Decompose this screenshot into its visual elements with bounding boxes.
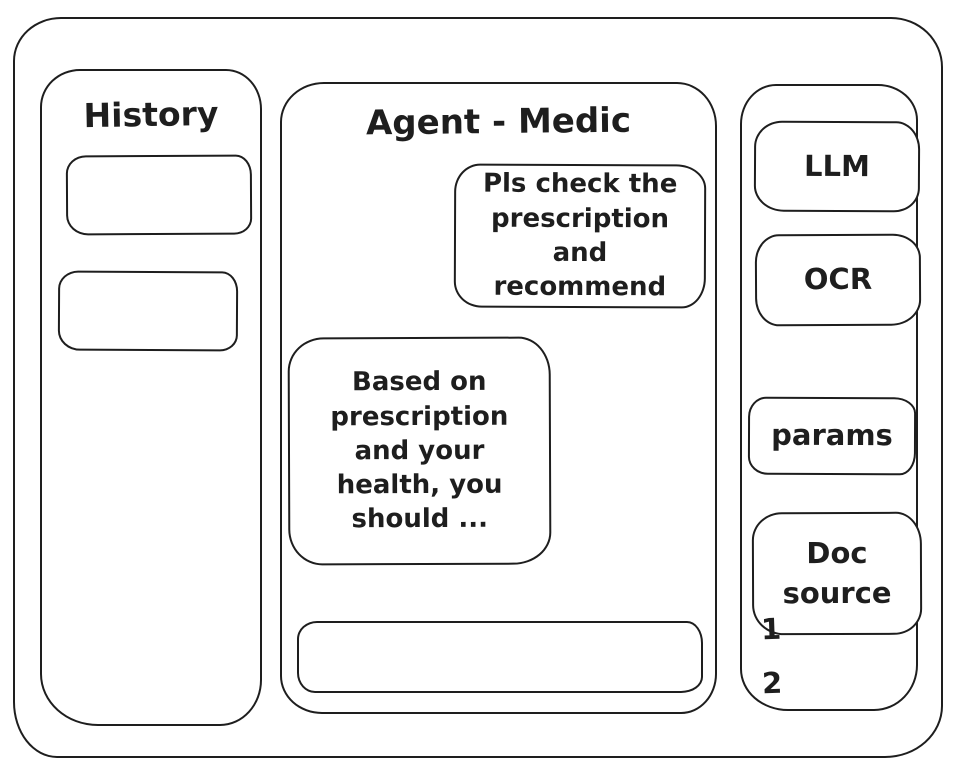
chat-message-user: Pls check the prescription and recommend xyxy=(453,163,707,309)
history-list-item[interactable] xyxy=(57,270,239,352)
history-panel: History xyxy=(40,69,262,726)
history-list-item[interactable] xyxy=(65,154,253,236)
params-button[interactable]: params xyxy=(747,396,917,476)
ocr-button[interactable]: OCR xyxy=(754,233,922,327)
chat-message-assistant: Based on prescription and your health, y… xyxy=(287,336,552,566)
tools-panel: LLM OCR params Doc source 1 2 xyxy=(740,84,923,711)
doc-source-item-1[interactable]: 1 xyxy=(760,611,782,647)
history-panel-title: History xyxy=(83,93,219,136)
llm-button[interactable]: LLM xyxy=(753,120,921,213)
chat-panel-title: Agent - Medic xyxy=(365,100,632,144)
chat-panel: Agent - Medic Pls check the prescription… xyxy=(280,82,717,714)
chat-input[interactable] xyxy=(297,621,703,693)
app-window: History Agent - Medic Pls check the pres… xyxy=(13,17,943,758)
doc-source-item-2[interactable]: 2 xyxy=(761,665,783,701)
